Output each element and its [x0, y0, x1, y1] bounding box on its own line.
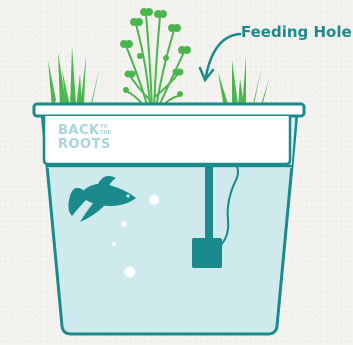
- feeding-hole-arrow-icon: [200, 34, 240, 80]
- pump-box: [192, 238, 222, 268]
- bubble: [125, 267, 136, 278]
- grass-left-icon: [48, 46, 100, 108]
- bubble: [121, 221, 127, 227]
- bubble: [149, 195, 159, 205]
- grow-tray: [34, 104, 304, 116]
- brand-logo: BACK ROOTS TO THE: [58, 123, 112, 152]
- feeding-hole-label: Feeding Hole: [241, 23, 352, 41]
- sprouts-icon: [120, 8, 191, 108]
- bubble: [112, 242, 116, 246]
- brand-logo-small-the: THE: [100, 130, 112, 136]
- brand-logo-line2: ROOTS: [58, 137, 111, 152]
- brand-logo-line1: BACK: [58, 123, 100, 138]
- grass-right-icon: [218, 56, 270, 108]
